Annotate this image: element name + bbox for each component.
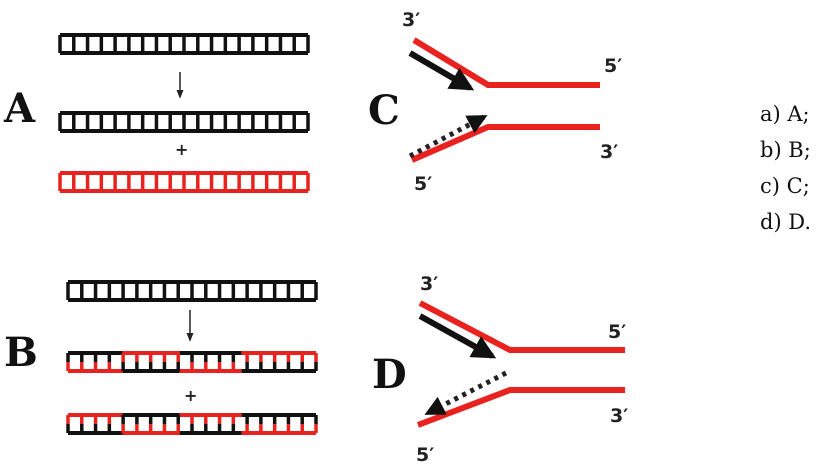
option-a[interactable]: a) A; bbox=[760, 102, 810, 126]
panel-b-label: B bbox=[4, 329, 38, 376]
panel-c-top-left-end: 3′ bbox=[402, 9, 420, 31]
panel-c-leading-arrow bbox=[408, 50, 475, 91]
panel-a: A + bbox=[3, 33, 310, 193]
panel-b-parent-helix bbox=[66, 280, 318, 302]
panel-b: B + bbox=[4, 280, 318, 435]
option-b[interactable]: b) B; bbox=[760, 138, 811, 162]
panel-c-top-right-end: 5′ bbox=[604, 55, 622, 77]
panel-c-label: C bbox=[368, 87, 400, 134]
panel-c: C 3′ 5′ 3′ 5′ bbox=[368, 9, 622, 195]
panel-c-bottom-right-end: 3′ bbox=[600, 141, 618, 163]
option-d[interactable]: d) D. bbox=[760, 210, 812, 234]
panel-d-leading-arrow bbox=[418, 313, 497, 359]
panel-d-top-right-end: 5′ bbox=[608, 321, 626, 343]
panel-a-daughter-helix-2 bbox=[58, 171, 310, 193]
panel-b-daughter-helix-1 bbox=[66, 351, 318, 373]
panel-b-plus: + bbox=[184, 386, 197, 405]
panel-d-top-strand bbox=[418, 300, 625, 353]
panel-a-daughter-helix-1 bbox=[58, 111, 310, 133]
panel-d-label: D bbox=[372, 351, 407, 398]
panel-c-top-strand bbox=[412, 37, 600, 88]
panel-d-bottom-strand bbox=[416, 387, 625, 428]
answer-options: a) A; b) B; c) C; d) D. bbox=[760, 96, 811, 240]
panel-c-bottom-left-end: 5′ bbox=[414, 173, 432, 195]
panel-d: D 3′ 5′ 3′ 5′ bbox=[372, 273, 628, 466]
panel-d-top-left-end: 3′ bbox=[420, 273, 438, 295]
panel-a-plus: + bbox=[175, 140, 188, 159]
option-c[interactable]: c) C; bbox=[760, 174, 810, 198]
panel-a-label: A bbox=[3, 85, 36, 132]
panel-c-bottom-strand bbox=[410, 124, 600, 163]
panel-b-daughter-helix-2 bbox=[66, 413, 318, 435]
panel-d-lagging-arrow bbox=[424, 370, 508, 416]
panel-a-parent-helix bbox=[58, 33, 310, 55]
panel-d-bottom-left-end: 5′ bbox=[416, 444, 434, 466]
panel-d-bottom-right-end: 3′ bbox=[610, 405, 628, 427]
